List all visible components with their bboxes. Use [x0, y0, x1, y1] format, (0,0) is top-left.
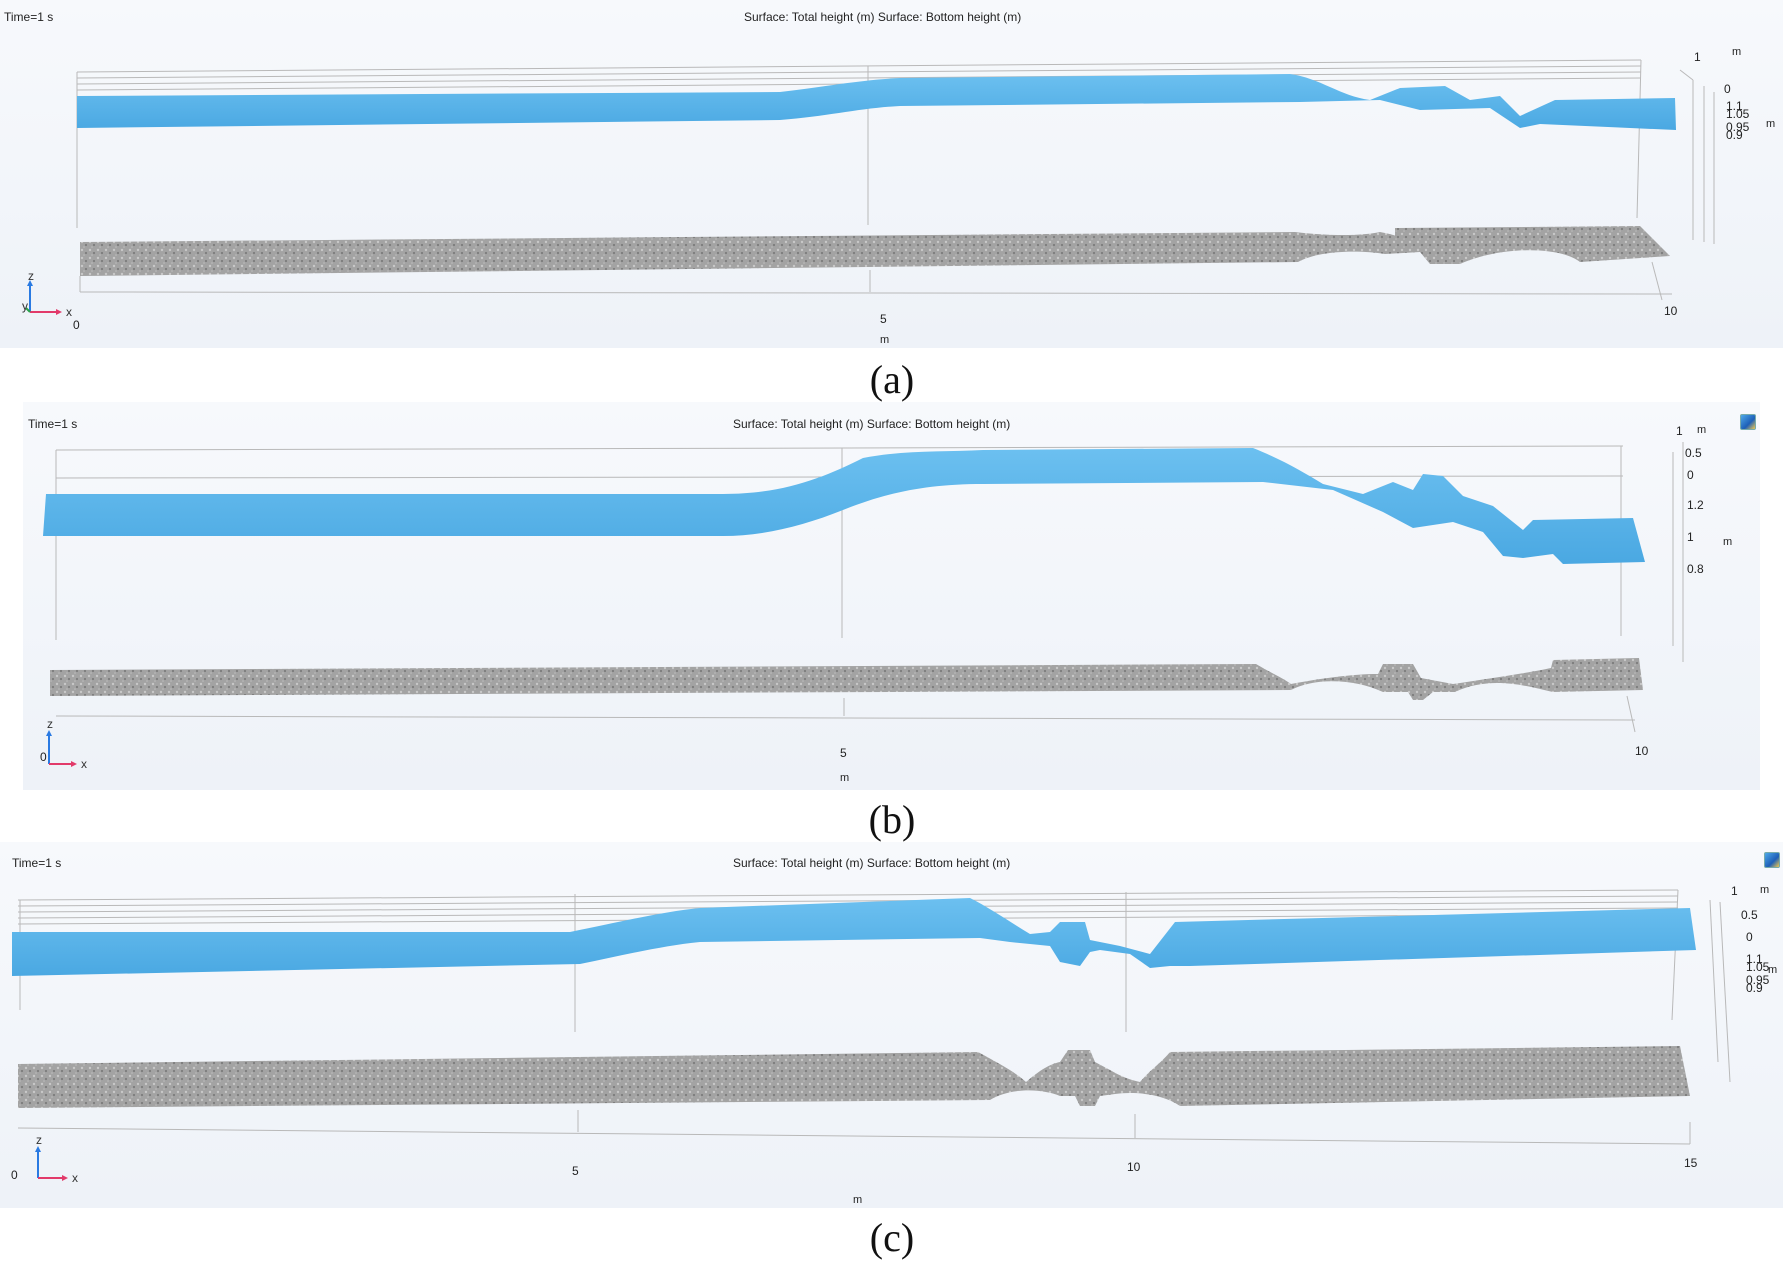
z-scale-unit-a: m [1766, 118, 1776, 130]
x-tick-a-0: 0 [73, 318, 80, 332]
z-scale-top-c: 1 [1731, 884, 1738, 898]
caption-b: (b) [868, 797, 916, 842]
z-tick-a-1: 1.1 [1726, 99, 1743, 113]
x-tick-c-1: 5 [572, 1164, 579, 1178]
scene-a [76, 59, 1715, 301]
triad-y-label: y [22, 299, 28, 313]
z-tick-c-5: 0.9 [1746, 981, 1763, 995]
scene-b [43, 442, 1684, 733]
z-scale-top-b: 1 [1676, 424, 1683, 438]
z-tick-c-4: 0.95 [1746, 973, 1770, 987]
caption-c: (c) [869, 1215, 915, 1260]
triad-z-label-c: z [36, 1133, 42, 1147]
triad-x-label-c: x [72, 1171, 78, 1185]
z-scale-top-a: 1 [1694, 50, 1701, 64]
time-label-b: Time=1 s [28, 417, 78, 431]
z-scale-unit-c: m [1768, 964, 1778, 976]
x-unit-a: m [880, 334, 890, 346]
time-label-c: Time=1 s [12, 856, 62, 870]
z-tick-a-0: 0 [1724, 82, 1731, 96]
x-tick-c-3: 15 [1684, 1156, 1698, 1170]
triad-x-label-b: x [81, 757, 87, 771]
x-unit-b: m [840, 772, 850, 784]
water-surface-c [12, 898, 1696, 976]
x-unit-c: m [853, 1194, 863, 1206]
time-label-a: Time=1 s [4, 10, 54, 24]
z-scale-top-unit-c: m [1760, 884, 1770, 896]
water-surface-b [43, 448, 1645, 564]
z-scale-unit-b: m [1723, 536, 1733, 548]
z-tick-b-1: 0 [1687, 468, 1694, 482]
x-tick-a-2: 10 [1664, 304, 1678, 318]
plot-panel-c: Time=1 s Surface: Total height (m) Surfa… [0, 842, 1783, 1208]
riverbed-c [18, 1046, 1690, 1108]
plot-panel-b: Time=1 s Surface: Total height (m) Surfa… [23, 402, 1760, 790]
surface-title-b: Surface: Total height (m) Surface: Botto… [733, 417, 1011, 431]
z-scale-top-unit-b: m [1697, 424, 1707, 436]
water-surface-a [77, 74, 1676, 130]
x-tick-b-0: 0 [40, 750, 47, 764]
x-tick-c-2: 10 [1127, 1160, 1141, 1174]
x-tick-c-0: 0 [11, 1168, 18, 1182]
view-cube-icon-b [1740, 414, 1756, 430]
x-tick-b-2: 10 [1635, 744, 1649, 758]
triad-x-label: x [66, 305, 72, 319]
riverbed-a [80, 226, 1670, 276]
z-tick-b-4: 0.8 [1687, 562, 1704, 576]
view-cube-icon-c [1764, 852, 1780, 868]
x-tick-b-1: 5 [840, 746, 847, 760]
surface-title-c: Surface: Total height (m) Surface: Botto… [733, 856, 1011, 870]
z-tick-c-2: 1.1 [1746, 952, 1763, 966]
z-tick-a-4: 0.9 [1726, 128, 1743, 142]
z-tick-a-3: 0.95 [1726, 120, 1750, 134]
z-scale-top-unit-a: m [1732, 46, 1742, 58]
z-tick-c-0: 0.5 [1741, 908, 1758, 922]
riverbed-b [50, 658, 1643, 700]
x-tick-a-1: 5 [880, 312, 887, 326]
triad-z-label: z [28, 270, 34, 283]
plot-panel-a: Time=1 s Surface: Total height (m) Surfa… [0, 0, 1783, 348]
z-tick-c-3: 1.05 [1746, 960, 1770, 974]
z-tick-b-3: 1 [1687, 530, 1694, 544]
surface-title-a: Surface: Total height (m) Surface: Botto… [744, 10, 1022, 24]
axis-triad-icon-a: z x y [22, 270, 72, 319]
caption-a: (a) [869, 357, 915, 402]
scene-c [12, 889, 1731, 1145]
axis-triad-icon-c: z x [35, 1133, 78, 1185]
triad-z-label-b: z [47, 718, 53, 731]
z-tick-c-1: 0 [1746, 930, 1753, 944]
z-tick-b-2: 1.2 [1687, 498, 1704, 512]
axis-triad-icon-b: z x [46, 718, 87, 771]
z-tick-a-2: 1.05 [1726, 107, 1750, 121]
z-tick-b-0: 0.5 [1685, 446, 1702, 460]
